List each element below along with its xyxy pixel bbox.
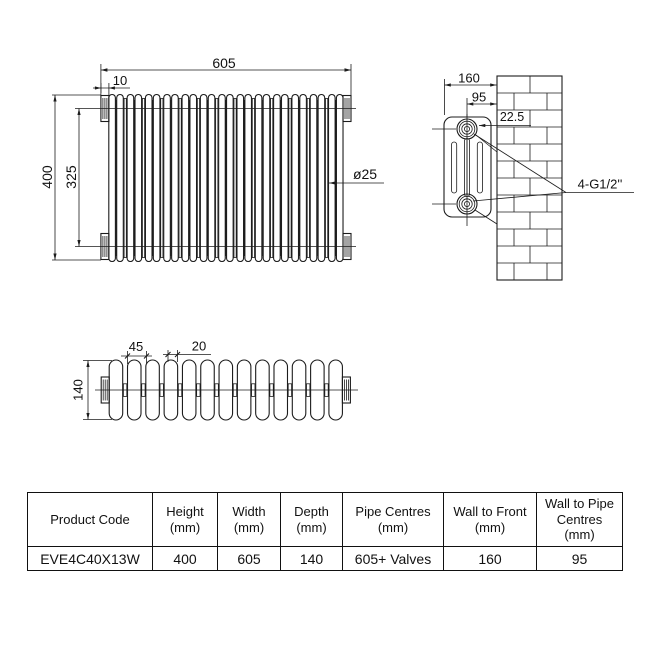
- top-view: 140 45 20: [71, 339, 358, 421]
- dim-section-pitch-45: 45: [121, 339, 152, 364]
- cell-wall-to-front: 160: [443, 546, 537, 571]
- dim-tab-label: 10: [113, 73, 127, 88]
- tappings-label: 4-G1/2'': [578, 177, 623, 192]
- dim-gap-20: 20: [163, 339, 211, 362]
- cell-depth: 140: [280, 546, 343, 571]
- spec-header-row: Product Code Height(mm) Width(mm) Depth(…: [27, 492, 623, 547]
- cell-width: 605: [217, 546, 281, 571]
- radiator-side-body: [443, 116, 492, 218]
- dim-column-diameter-label: ø25: [353, 166, 377, 182]
- dim-wall-to-pipe-95: 95: [466, 90, 497, 117]
- spec-data-row: EVE4C40X13W 400 605 140 605+ Valves 160 …: [27, 546, 623, 571]
- dim-gap-label: 20: [192, 339, 206, 354]
- dim-pipe-centres-label: 325: [63, 165, 79, 189]
- brick-pattern: [497, 76, 562, 280]
- dim-depth-140: 140: [71, 360, 112, 420]
- spec-table-container: Product Code Height(mm) Width(mm) Depth(…: [27, 492, 623, 571]
- cell-product-code: EVE4C40X13W: [27, 546, 153, 571]
- dim-column-diameter: ø25: [329, 166, 384, 185]
- dim-pipe-offset-22-5: 22.5: [479, 110, 531, 128]
- dim-tab-10: 10: [93, 73, 130, 95]
- front-view: 605 10 400 325: [39, 55, 384, 404]
- cell-pipe-centres: 605+ Valves: [342, 546, 444, 571]
- cell-height: 400: [152, 546, 218, 571]
- dim-wall-to-front-label: 160: [458, 71, 480, 86]
- dim-width-605: 605: [100, 55, 352, 97]
- dim-depth-label: 140: [71, 379, 86, 401]
- dim-height-400: 400: [39, 94, 101, 261]
- dim-height-label: 400: [39, 165, 55, 189]
- radiator-sections-front: [108, 93, 344, 263]
- col-header-wall-to-pipe-centres: Wall to Pipe Centres(mm): [536, 492, 623, 547]
- col-header-pipe-centres: Pipe Centres(mm): [342, 492, 444, 547]
- dim-pipe-centres-325: 325: [63, 108, 81, 247]
- col-header-width: Width(mm): [217, 492, 281, 547]
- col-header-product-code: Product Code: [27, 492, 153, 547]
- bottom-bracket: [474, 209, 498, 225]
- spec-table: Product Code Height(mm) Width(mm) Depth(…: [27, 492, 623, 571]
- dim-pipe-offset-label: 22.5: [500, 110, 524, 124]
- dim-wall-to-pipe-label: 95: [472, 90, 486, 105]
- col-header-depth: Depth(mm): [280, 492, 343, 547]
- col-header-wall-to-front: Wall to Front(mm): [443, 492, 537, 547]
- dim-wall-to-front-160: 160: [444, 71, 497, 115]
- dim-width-label: 605: [212, 55, 236, 71]
- cell-wall-to-pipe-centres: 95: [536, 546, 623, 571]
- col-header-height: Height(mm): [152, 492, 218, 547]
- dim-section-pitch-label: 45: [129, 339, 143, 354]
- side-view: 160 95 22.5 4-G1/2'': [432, 71, 634, 281]
- tappings-callout: 4-G1/2'': [472, 133, 634, 202]
